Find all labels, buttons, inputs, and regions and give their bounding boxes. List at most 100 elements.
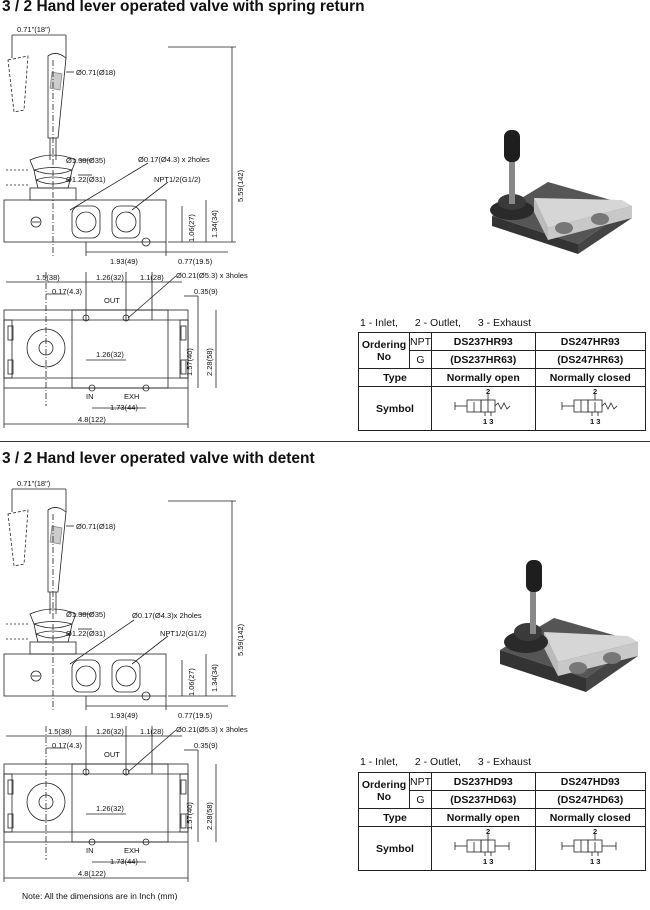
dim-boot-diameter: Ø1.38(Ø35): [66, 156, 106, 165]
dim-lever-diameter: Ø0.71(Ø18): [76, 522, 116, 531]
port-legend: 1 - Inlet, 2 - Outlet, 3 - Exhaust: [360, 317, 545, 329]
type-label: Type: [358, 808, 432, 827]
dim-total-height: 5.59(142): [236, 169, 245, 202]
dim-width-19: 0.77(19.5): [178, 711, 213, 720]
model-no-g: (DS237HR63): [431, 350, 536, 369]
valve-symbol-icon: 2 1 3: [561, 827, 617, 866]
dim-width-32: 1.26(32): [96, 273, 124, 282]
legend-exhaust: 3 - Exhaust: [477, 756, 532, 768]
product-photo: [490, 130, 632, 254]
model-no-npt: DS237HR93: [431, 332, 536, 351]
symbol-normally-closed: 2 1 3: [534, 386, 647, 431]
dim-height-34: 1.34(34): [210, 664, 219, 692]
dim-width-32b: 1.26(32): [96, 350, 124, 359]
g-label: G: [409, 350, 432, 369]
technical-drawing: 0.71"(18") Ø0.71(Ø18) Ø1.38(Ø35) Ø1.22(Ø…: [3, 479, 248, 882]
npt-label: NPT: [409, 332, 432, 351]
dim-width-122: 4.8(122): [78, 415, 106, 424]
port-exh-label: EXH: [124, 392, 139, 401]
dim-width-32b: 1.26(32): [96, 804, 124, 813]
dim-width-32: 1.26(32): [96, 727, 124, 736]
dim-height-40: 1.57(40): [185, 348, 194, 376]
type-normally-closed: Normally closed: [534, 808, 647, 827]
section-title: 3 / 2 Hand lever operated valve with spr…: [2, 0, 365, 15]
port-legend: 1 - Inlet, 2 - Outlet, 3 - Exhaust: [360, 756, 545, 768]
legend-inlet: 1 - Inlet,: [360, 756, 398, 768]
svg-text:1 3: 1 3: [483, 857, 493, 866]
dim-width-28: 1.1(28): [140, 727, 164, 736]
product-photo: [500, 560, 638, 692]
ordering-label: Ordering No: [358, 332, 410, 369]
svg-text:1 3: 1 3: [483, 417, 493, 426]
dim-offset-9: 0.35(9): [194, 287, 218, 296]
svg-text:1 3: 1 3: [590, 857, 600, 866]
spec-table: Ordering No NPT DS237HR93 DS247HR93 G (D…: [358, 332, 647, 431]
symbol-normally-open: 2 1 3: [431, 386, 536, 431]
section-title: 3 / 2 Hand lever operated valve with det…: [2, 450, 315, 467]
dim-height-27: 1.06(27): [187, 668, 196, 696]
symbol-label: Symbol: [358, 386, 432, 431]
spec-table: Ordering No NPT DS237HD93 DS247HD93 G (D…: [358, 772, 647, 871]
footnote: Note: All the dimensions are in Inch (mm…: [22, 891, 178, 901]
dim-angle: 0.71"(18"): [17, 479, 51, 488]
model-nc-g: (DS247HR63): [534, 350, 647, 369]
dim-3holes: Ø0.21(Ø5.3) x 3holes: [176, 271, 248, 280]
port-in-label: IN: [86, 846, 94, 855]
dim-height-58: 2.28(58): [205, 348, 214, 376]
type-label: Type: [358, 368, 432, 387]
valve-symbol-icon: 2 1 3: [561, 387, 618, 426]
dim-2holes: Ø0.17(Ø4.3)x 2holes: [132, 611, 202, 620]
model-nc-g: (DS247HD63): [534, 790, 647, 809]
dim-width-122: 4.8(122): [78, 869, 106, 878]
svg-text:1 3: 1 3: [590, 417, 600, 426]
g-label: G: [409, 790, 432, 809]
dim-height-58: 2.28(58): [205, 802, 214, 830]
dim-collar-diameter: Ø1.22(Ø31): [66, 629, 106, 638]
model-no-npt: DS237HD93: [431, 772, 536, 791]
dim-boot-diameter: Ø1.38(Ø35): [66, 610, 106, 619]
legend-exhaust: 3 - Exhaust: [477, 317, 532, 329]
npt-label: NPT: [409, 772, 432, 791]
section-divider: [0, 441, 650, 442]
dim-3holes: Ø0.21(Ø5.3) x 3holes: [176, 725, 248, 734]
type-normally-closed: Normally closed: [534, 368, 647, 387]
port-exh-label: EXH: [124, 846, 139, 855]
dim-total-height: 5.59(142): [236, 623, 245, 656]
port-out-label: OUT: [104, 296, 120, 305]
dim-width-38: 1.5(38): [48, 727, 72, 736]
legend-outlet: 2 - Outlet,: [414, 756, 461, 768]
ordering-label: Ordering No: [358, 772, 410, 809]
dim-height-40: 1.57(40): [185, 802, 194, 830]
dim-collar-diameter: Ø1.22(Ø31): [66, 175, 106, 184]
dim-height-27: 1.06(27): [187, 214, 196, 242]
dim-port: NPT1/2(G1/2): [154, 175, 201, 184]
dim-2holes: Ø0.17(Ø4.3) x 2holes: [138, 155, 210, 164]
svg-text:2: 2: [486, 388, 490, 396]
model-nc-npt: DS247HD93: [534, 772, 647, 791]
valve-symbol-icon: 2 1 3: [454, 827, 510, 866]
dim-offset-43: 0.17(4.3): [52, 287, 83, 296]
model-no-g: (DS237HD63): [431, 790, 536, 809]
technical-drawing: 0.71"(18") Ø0.71(Ø18) Ø1.38(Ø35) Ø1.22(Ø…: [3, 25, 248, 428]
svg-text:2: 2: [486, 828, 490, 836]
dim-width-49: 1.93(49): [110, 257, 138, 266]
dim-width-38: 1.5(38): [36, 273, 60, 282]
dim-height-34: 1.34(34): [210, 210, 219, 238]
dim-offset-43: 0.17(4.3): [52, 741, 83, 750]
dim-width-44: 1.73(44): [110, 403, 138, 412]
port-in-label: IN: [86, 392, 94, 401]
svg-text:2: 2: [593, 388, 597, 396]
section-spring-return: 3 / 2 Hand lever operated valve with spr…: [0, 0, 650, 440]
dim-angle: 0.71"(18"): [17, 25, 51, 34]
dim-offset-9: 0.35(9): [194, 741, 218, 750]
section-detent: 3 / 2 Hand lever operated valve with det…: [0, 448, 650, 888]
symbol-label: Symbol: [358, 826, 432, 871]
svg-text:2: 2: [593, 828, 597, 836]
dim-port: NPT1/2(G1/2): [160, 629, 207, 638]
dim-width-19: 0.77(19.5): [178, 257, 213, 266]
symbol-normally-closed: 2 1 3: [534, 826, 647, 871]
type-normally-open: Normally open: [431, 368, 536, 387]
type-normally-open: Normally open: [431, 808, 536, 827]
dim-lever-diameter: Ø0.71(Ø18): [76, 68, 116, 77]
symbol-normally-open: 2 1 3: [431, 826, 536, 871]
